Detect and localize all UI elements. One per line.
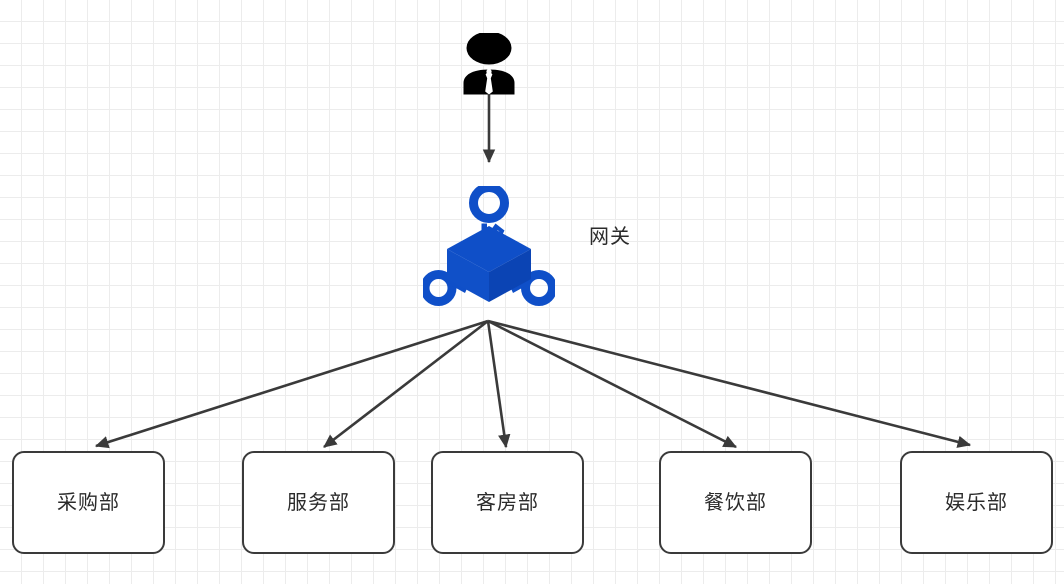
department-box-purchasing[interactable]: 采购部 [12, 451, 165, 554]
gateway-cube-icon [420, 183, 557, 306]
department-box-guestroom[interactable]: 客房部 [431, 451, 584, 554]
department-label: 客房部 [476, 491, 539, 514]
department-box-catering[interactable]: 餐饮部 [659, 451, 812, 554]
department-box-service[interactable]: 服务部 [242, 451, 395, 554]
connector-gateway-to-service [323, 319, 489, 449]
connector-gateway-to-catering [487, 319, 737, 449]
department-label: 服务部 [287, 491, 350, 514]
connector-gateway-to-entertainment [487, 319, 972, 448]
department-label: 娱乐部 [945, 491, 1008, 514]
gateway-label: 网关 [589, 226, 631, 248]
connector-gateway-to-purchasing [94, 319, 489, 449]
user-person-icon [455, 31, 523, 95]
connector-gateway-to-guestroom [486, 320, 511, 449]
department-box-entertainment[interactable]: 娱乐部 [900, 451, 1053, 554]
department-label: 餐饮部 [704, 491, 767, 514]
department-label: 采购部 [57, 491, 120, 514]
